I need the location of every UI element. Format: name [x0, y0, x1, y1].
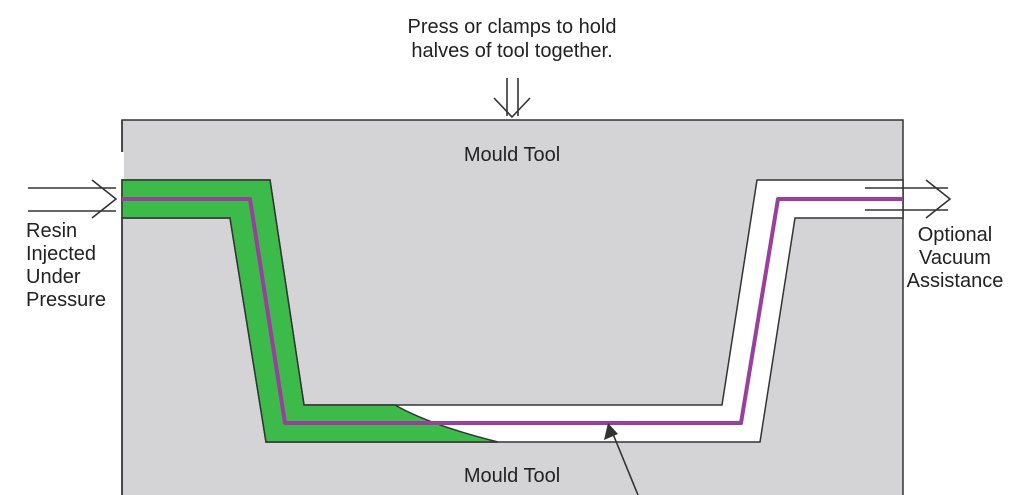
mould-tool-top-label: Mould Tool: [464, 144, 560, 166]
press-label-line2: halves of tool together.: [411, 40, 612, 62]
resin-inlet-arrow-icon: [28, 179, 118, 219]
resin-label-line2: Injected: [26, 243, 96, 265]
reinforcement-layer: [122, 197, 903, 425]
mould-tool-bottom-label: Mould Tool: [464, 465, 560, 487]
vacuum-label-line1: Optional: [918, 224, 993, 246]
vacuum-label-line2: Vacuum: [919, 247, 991, 269]
press-arrow-icon: [493, 78, 531, 119]
resin-label-line3: Under: [26, 266, 81, 288]
resin-label-line1: Resin: [26, 220, 77, 242]
press-label-line1: Press or clamps to hold: [408, 16, 617, 38]
resin-flow: [121, 179, 499, 443]
reinforcement-pointer-arrow-icon: [604, 423, 639, 495]
resin-label-line4: Pressure: [26, 289, 106, 311]
vacuum-outlet-arrow-icon: [865, 179, 952, 219]
vacuum-label-line3: Assistance: [907, 270, 1004, 292]
